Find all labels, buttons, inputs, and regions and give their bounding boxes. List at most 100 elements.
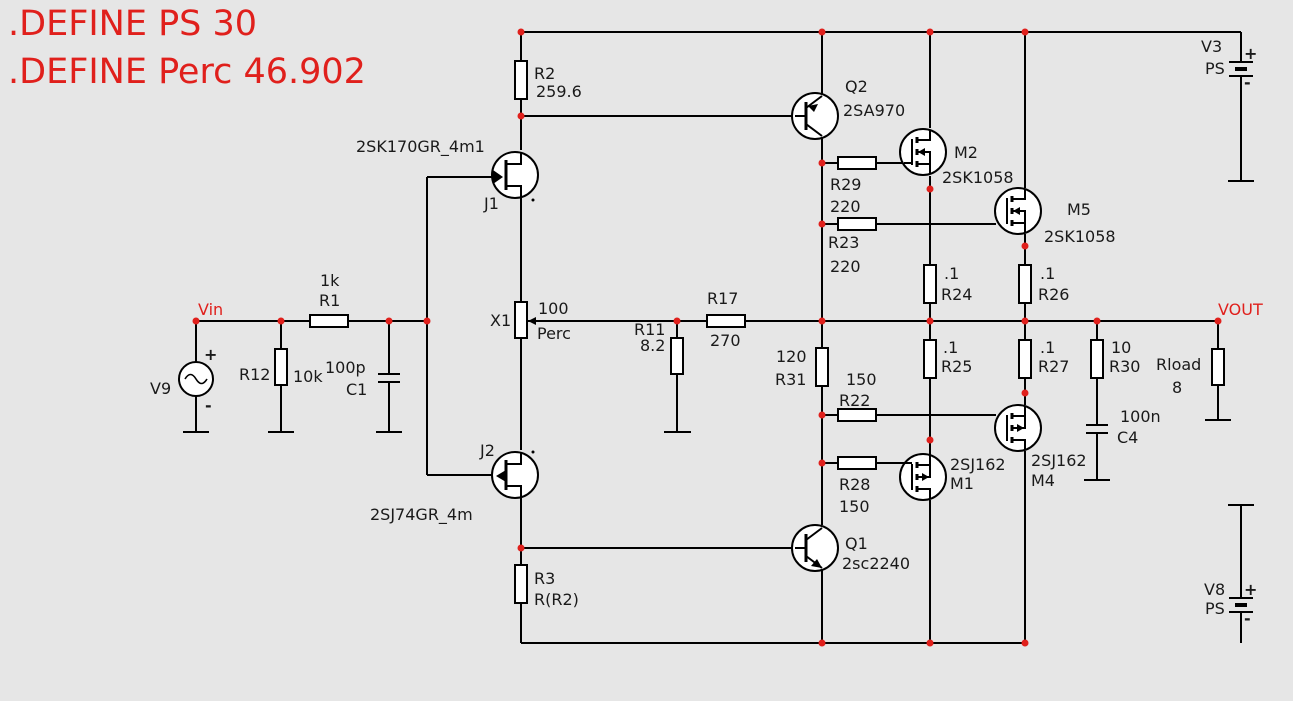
q2-value: 2SA970 (843, 101, 905, 120)
v8-value: PS (1205, 599, 1225, 618)
v3-ref: V3 (1201, 37, 1222, 56)
junction-node (818, 317, 826, 325)
r23-body[interactable] (837, 217, 877, 231)
r27-body[interactable] (1018, 339, 1032, 379)
j2-jfet-symbol[interactable] (491, 450, 539, 499)
junction-node (517, 112, 525, 120)
r17-body[interactable] (706, 314, 746, 328)
c1-value: 100p (325, 358, 366, 377)
r2-body[interactable] (514, 60, 528, 100)
r31-ref: R31 (775, 370, 806, 389)
svg-text:-: - (1244, 73, 1251, 92)
j1-ref: J1 (483, 194, 499, 213)
r28-body[interactable] (837, 456, 877, 470)
junction-node (277, 317, 285, 325)
v3-value: PS (1205, 59, 1225, 78)
q1-npn-symbol[interactable] (791, 524, 839, 572)
junction-node (673, 317, 681, 325)
junction-node (818, 459, 826, 467)
r25-body[interactable] (923, 339, 937, 379)
m2-ref: M2 (954, 143, 978, 162)
junction-node (818, 28, 826, 36)
junction-node (818, 411, 826, 419)
capacitors (378, 373, 1108, 434)
x1-pot-body[interactable] (514, 301, 528, 339)
r23-ref: R23 (828, 233, 859, 252)
j2-value: 2SJ74GR_4m (370, 505, 473, 525)
c1-symbol[interactable] (378, 373, 400, 383)
svg-text:-: - (205, 396, 212, 415)
r28-ref: R28 (839, 475, 870, 494)
r1-body[interactable] (309, 314, 349, 328)
junction-node (423, 317, 431, 325)
junction-node (1093, 317, 1101, 325)
r1-value: 1k (320, 271, 340, 290)
m4-pmos-symbol[interactable] (994, 404, 1042, 452)
junction-nodes (192, 28, 1222, 647)
q2-pnp-symbol[interactable] (791, 92, 839, 140)
r26-body[interactable] (1018, 264, 1032, 304)
q2-ref: Q2 (845, 77, 868, 96)
v8-battery[interactable]: + - (1229, 580, 1257, 628)
r22-ref: R22 (839, 391, 870, 410)
m5-nmos-symbol[interactable] (994, 187, 1042, 235)
r29-ref: R29 (830, 175, 861, 194)
junction-node (926, 185, 934, 193)
m1-ref: M1 (950, 474, 974, 493)
r12-body[interactable] (274, 348, 288, 386)
j2-ref: J2 (479, 441, 495, 460)
junction-node (517, 28, 525, 36)
rload-body[interactable] (1211, 348, 1225, 386)
r11-value: 8.2 (640, 336, 665, 355)
svg-text:+: + (204, 345, 217, 364)
m1-value: 2SJ162 (950, 455, 1006, 474)
m4-ref: M4 (1031, 471, 1055, 490)
rload-value: 8 (1172, 378, 1182, 397)
r17-value: 270 (710, 331, 741, 350)
r30-body[interactable] (1090, 339, 1104, 379)
r12-ref: R12 (239, 365, 270, 384)
svg-text:-: - (1244, 609, 1251, 628)
m1-pmos-symbol[interactable] (899, 453, 947, 501)
r2-ref: R2 (534, 64, 555, 83)
m5-value: 2SK1058 (1044, 227, 1116, 246)
r26-ref: R26 (1038, 285, 1069, 304)
junction-node (517, 544, 525, 552)
x1-ref: X1 (490, 311, 511, 330)
r12-value: 10k (293, 367, 323, 386)
r22-body[interactable] (837, 408, 877, 422)
r26-value: .1 (1040, 264, 1055, 283)
r31-body[interactable] (815, 347, 829, 387)
r3-value: R(R2) (534, 590, 579, 609)
q1-value: 2sc2240 (842, 554, 910, 573)
junction-node (1214, 317, 1222, 325)
m2-value: 2SK1058 (942, 168, 1014, 187)
r3-body[interactable] (514, 564, 528, 604)
junction-node (926, 28, 934, 36)
v3-battery[interactable]: + - (1229, 44, 1257, 92)
component-labels: R2 259.6 Q2 2SA970 2SK170GR_4m1 J1 M2 2S… (150, 37, 1263, 618)
r23-value: 220 (830, 257, 861, 276)
j1-jfet-symbol[interactable] (491, 151, 539, 202)
c1-ref: C1 (346, 380, 367, 399)
v9-source[interactable]: + - (178, 345, 217, 415)
svg-text:+: + (1244, 44, 1257, 63)
r24-value: .1 (944, 264, 959, 283)
r25-ref: R25 (941, 357, 972, 376)
m5-ref: M5 (1067, 200, 1091, 219)
m4-value: 2SJ162 (1031, 451, 1087, 470)
junction-node (385, 317, 393, 325)
c4-symbol[interactable] (1086, 424, 1108, 434)
r24-body[interactable] (923, 264, 937, 304)
vout-net-label: VOUT (1218, 300, 1263, 319)
m2-nmos-symbol[interactable] (899, 128, 947, 176)
r29-body[interactable] (837, 156, 877, 170)
junction-node (1021, 242, 1029, 250)
svg-text:+: + (1244, 580, 1257, 599)
q1-ref: Q1 (845, 534, 868, 553)
r11-body[interactable] (670, 337, 684, 375)
r29-value: 220 (830, 197, 861, 216)
r11-ref: R11 (634, 320, 665, 339)
junction-node (818, 639, 826, 647)
